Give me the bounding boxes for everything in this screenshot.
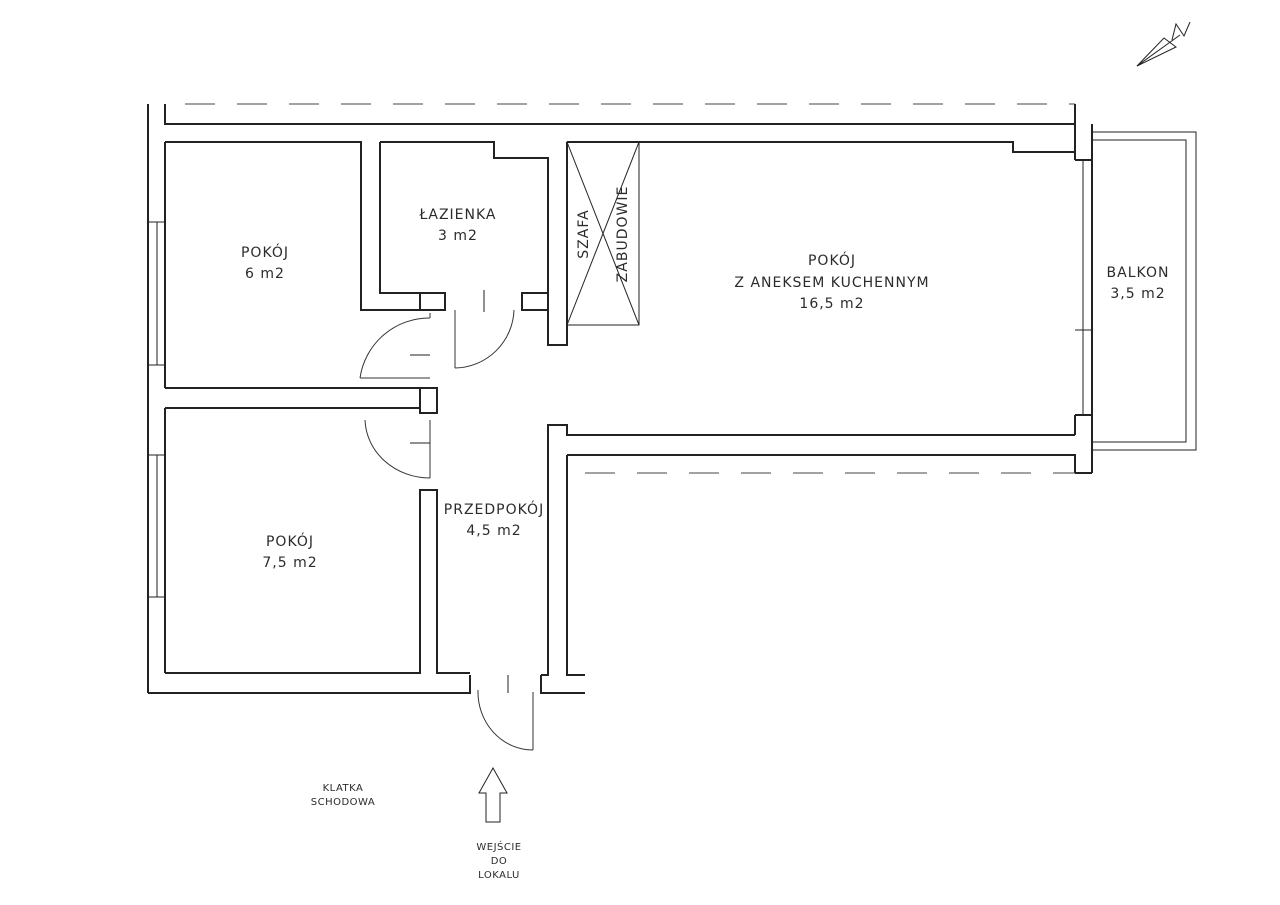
room-lazienka: ŁAZIENKA 3 m2 (419, 207, 497, 244)
room-name: POKÓJ (241, 243, 289, 261)
interior-walls (165, 141, 1075, 414)
room-przedpokoj: PRZEDPOKÓJ 4,5 m2 (444, 500, 544, 539)
stairwell-label: KLATKA SCHODOWA (311, 783, 375, 808)
svg-text:DO: DO (491, 856, 508, 867)
wardrobe: SZAFA ZABUDOWIE (576, 186, 631, 283)
room-area: 7,5 m2 (262, 555, 317, 571)
room-name: ŁAZIENKA (419, 207, 497, 223)
doors (359, 290, 534, 751)
wardrobe-label-1: SZAFA (576, 209, 592, 258)
svg-text:LOKALU: LOKALU (478, 870, 520, 881)
svg-text:KLATKA: KLATKA (323, 783, 364, 794)
svg-text:WEJŚCIE: WEJŚCIE (476, 840, 521, 853)
entry-label: WEJŚCIE DO LOKALU (476, 840, 521, 881)
room-area: 3 m2 (438, 228, 478, 244)
room-name: POKÓJ (808, 251, 856, 269)
north-arrow-icon (1136, 21, 1191, 67)
outer-walls (147, 103, 1093, 694)
balcony-outline (1091, 131, 1197, 451)
room-name: BALKON (1107, 265, 1170, 281)
room-name: PRZEDPOKÓJ (444, 500, 544, 518)
room-name: POKÓJ (266, 532, 314, 550)
svg-text:SCHODOWA: SCHODOWA (311, 797, 375, 808)
room-area: 16,5 m2 (799, 296, 864, 312)
room-pokoj-kitchen: POKÓJ Z ANEKSEM KUCHENNYM 16,5 m2 (734, 251, 929, 312)
room-pokoj-lower: POKÓJ 7,5 m2 (262, 532, 317, 571)
room-area: 4,5 m2 (466, 523, 521, 539)
room-balkon: BALKON 3,5 m2 (1107, 265, 1170, 302)
room-area: 3,5 m2 (1110, 286, 1165, 302)
wardrobe-label-2: ZABUDOWIE (615, 186, 631, 283)
entry-arrow-icon (478, 766, 508, 823)
room-pokoj-upper: POKÓJ 6 m2 (241, 243, 289, 282)
room-area: 6 m2 (245, 266, 285, 282)
room-subtitle: Z ANEKSEM KUCHENNYM (734, 275, 929, 291)
